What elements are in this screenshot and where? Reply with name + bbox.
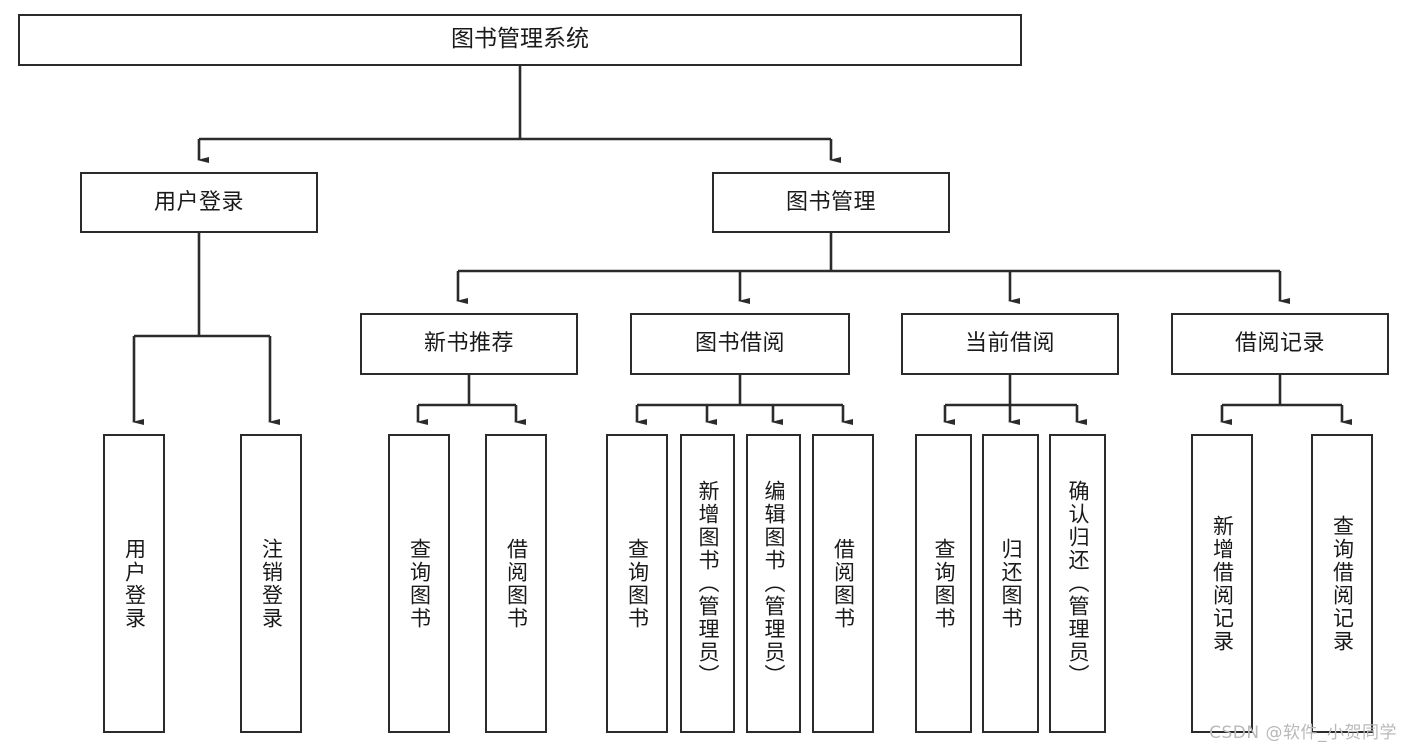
node-label: 借阅图书 [831, 537, 856, 630]
node-label: 查询图书 [407, 537, 432, 630]
node-label: 用户登录 [153, 189, 244, 215]
leaf-query-books-recommend[interactable]: 查询图书 [388, 434, 450, 733]
node-current-borrowing[interactable]: 当前借阅 [901, 313, 1119, 375]
node-label: 当前借阅 [964, 331, 1055, 357]
node-new-book-recommendation[interactable]: 新书推荐 [360, 313, 578, 375]
node-borrowing-records[interactable]: 借阅记录 [1171, 313, 1389, 375]
leaf-query-books-borrow[interactable]: 查询图书 [606, 434, 668, 733]
node-label: 查询图书 [625, 537, 650, 630]
node-label: 图书借阅 [694, 331, 785, 357]
node-label: 用户登录 [122, 537, 147, 630]
node-book-borrowing[interactable]: 图书借阅 [630, 313, 850, 375]
node-label: 新增图书（管理员） [696, 480, 720, 687]
node-root-library-management-system[interactable]: 图书管理系统 [18, 14, 1022, 66]
leaf-add-book-admin[interactable]: 新增图书（管理员） [680, 434, 735, 733]
node-label: 注销登录 [259, 537, 284, 630]
node-book-management[interactable]: 图书管理 [712, 172, 950, 233]
node-label: 借阅记录 [1234, 331, 1325, 357]
watermark-text: CSDN @软件_小贺同学 [1209, 723, 1397, 743]
leaf-add-borrow-record[interactable]: 新增借阅记录 [1191, 434, 1253, 733]
node-label: 查询图书 [932, 537, 956, 630]
leaf-query-books-current[interactable]: 查询图书 [915, 434, 972, 733]
node-label: 查询借阅记录 [1330, 514, 1355, 653]
leaf-borrow-books[interactable]: 借阅图书 [812, 434, 874, 733]
leaf-edit-book-admin[interactable]: 编辑图书（管理员） [746, 434, 801, 733]
leaf-borrow-books-recommend[interactable]: 借阅图书 [485, 434, 547, 733]
leaf-query-borrow-record[interactable]: 查询借阅记录 [1311, 434, 1373, 733]
leaf-return-books[interactable]: 归还图书 [982, 434, 1039, 733]
leaf-user-logout[interactable]: 注销登录 [240, 434, 302, 733]
leaf-confirm-return-admin[interactable]: 确认归还（管理员） [1049, 434, 1106, 733]
node-label: 新书推荐 [423, 331, 514, 357]
node-user-login[interactable]: 用户登录 [80, 172, 318, 233]
node-label: 图书管理 [785, 189, 876, 215]
node-label: 借阅图书 [504, 537, 529, 630]
node-label: 图书管理系统 [451, 26, 589, 53]
leaf-user-login[interactable]: 用户登录 [103, 434, 165, 733]
node-label: 确认归还（管理员） [1066, 480, 1090, 687]
node-label: 编辑图书（管理员） [762, 480, 786, 687]
node-label: 新增借阅记录 [1210, 514, 1235, 653]
node-label: 归还图书 [999, 537, 1023, 630]
